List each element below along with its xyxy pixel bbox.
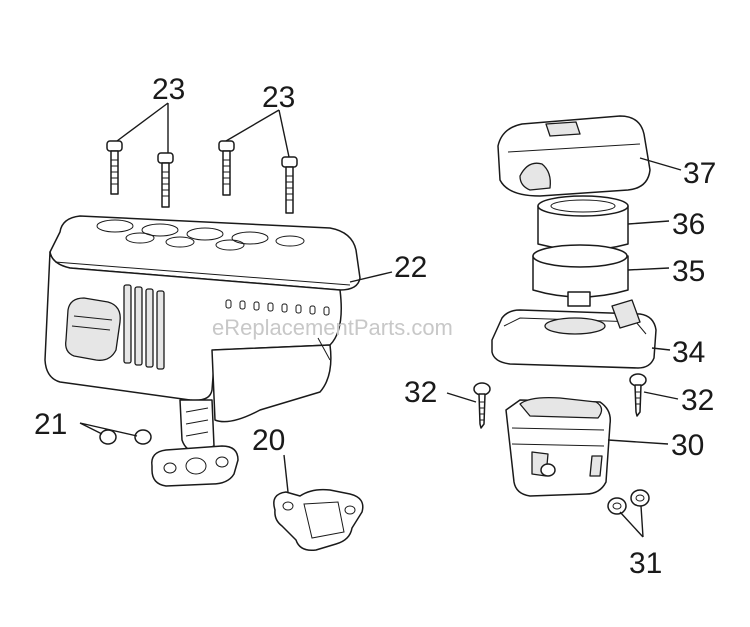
callout-cover: 37 xyxy=(683,157,716,190)
screw-part-32-left xyxy=(473,382,491,429)
nut-part-31 xyxy=(607,489,650,515)
base-part-34 xyxy=(491,299,657,369)
callout-labels: 23 23 22 21 20 37 36 35 34 32 32 30 31 xyxy=(34,73,716,580)
callout-filter-upper: 36 xyxy=(672,208,705,241)
callout-cap-nuts: 21 xyxy=(34,408,67,441)
callout-bolts-right: 23 xyxy=(262,81,295,114)
callout-screw-left: 32 xyxy=(404,376,437,409)
callout-base: 34 xyxy=(672,336,705,369)
callout-gasket: 20 xyxy=(252,424,285,457)
callout-nuts: 31 xyxy=(629,547,662,580)
bolt-part-23c xyxy=(218,140,235,196)
callout-elbow: 30 xyxy=(671,429,704,462)
gasket-part-20 xyxy=(273,488,364,552)
filter-part-36 xyxy=(537,195,629,251)
callout-filter-lower: 35 xyxy=(672,255,705,288)
filter-part-35 xyxy=(532,244,629,307)
watermark-text: eReplacementParts.com xyxy=(212,315,453,340)
callout-muffler: 22 xyxy=(394,251,427,284)
cap-nut-part-21 xyxy=(99,429,152,445)
callout-bolts-left: 23 xyxy=(152,73,185,106)
bolt-part-23b xyxy=(157,152,174,208)
callout-screw-right: 32 xyxy=(681,384,714,417)
muffler-part-22 xyxy=(44,215,361,487)
cover-part-37 xyxy=(497,115,651,197)
bolt-part-23d xyxy=(281,156,298,214)
screw-part-32-right xyxy=(629,373,647,417)
leader-lines xyxy=(79,102,682,538)
bolt-part-23a xyxy=(106,140,123,195)
elbow-part-30 xyxy=(505,396,612,497)
